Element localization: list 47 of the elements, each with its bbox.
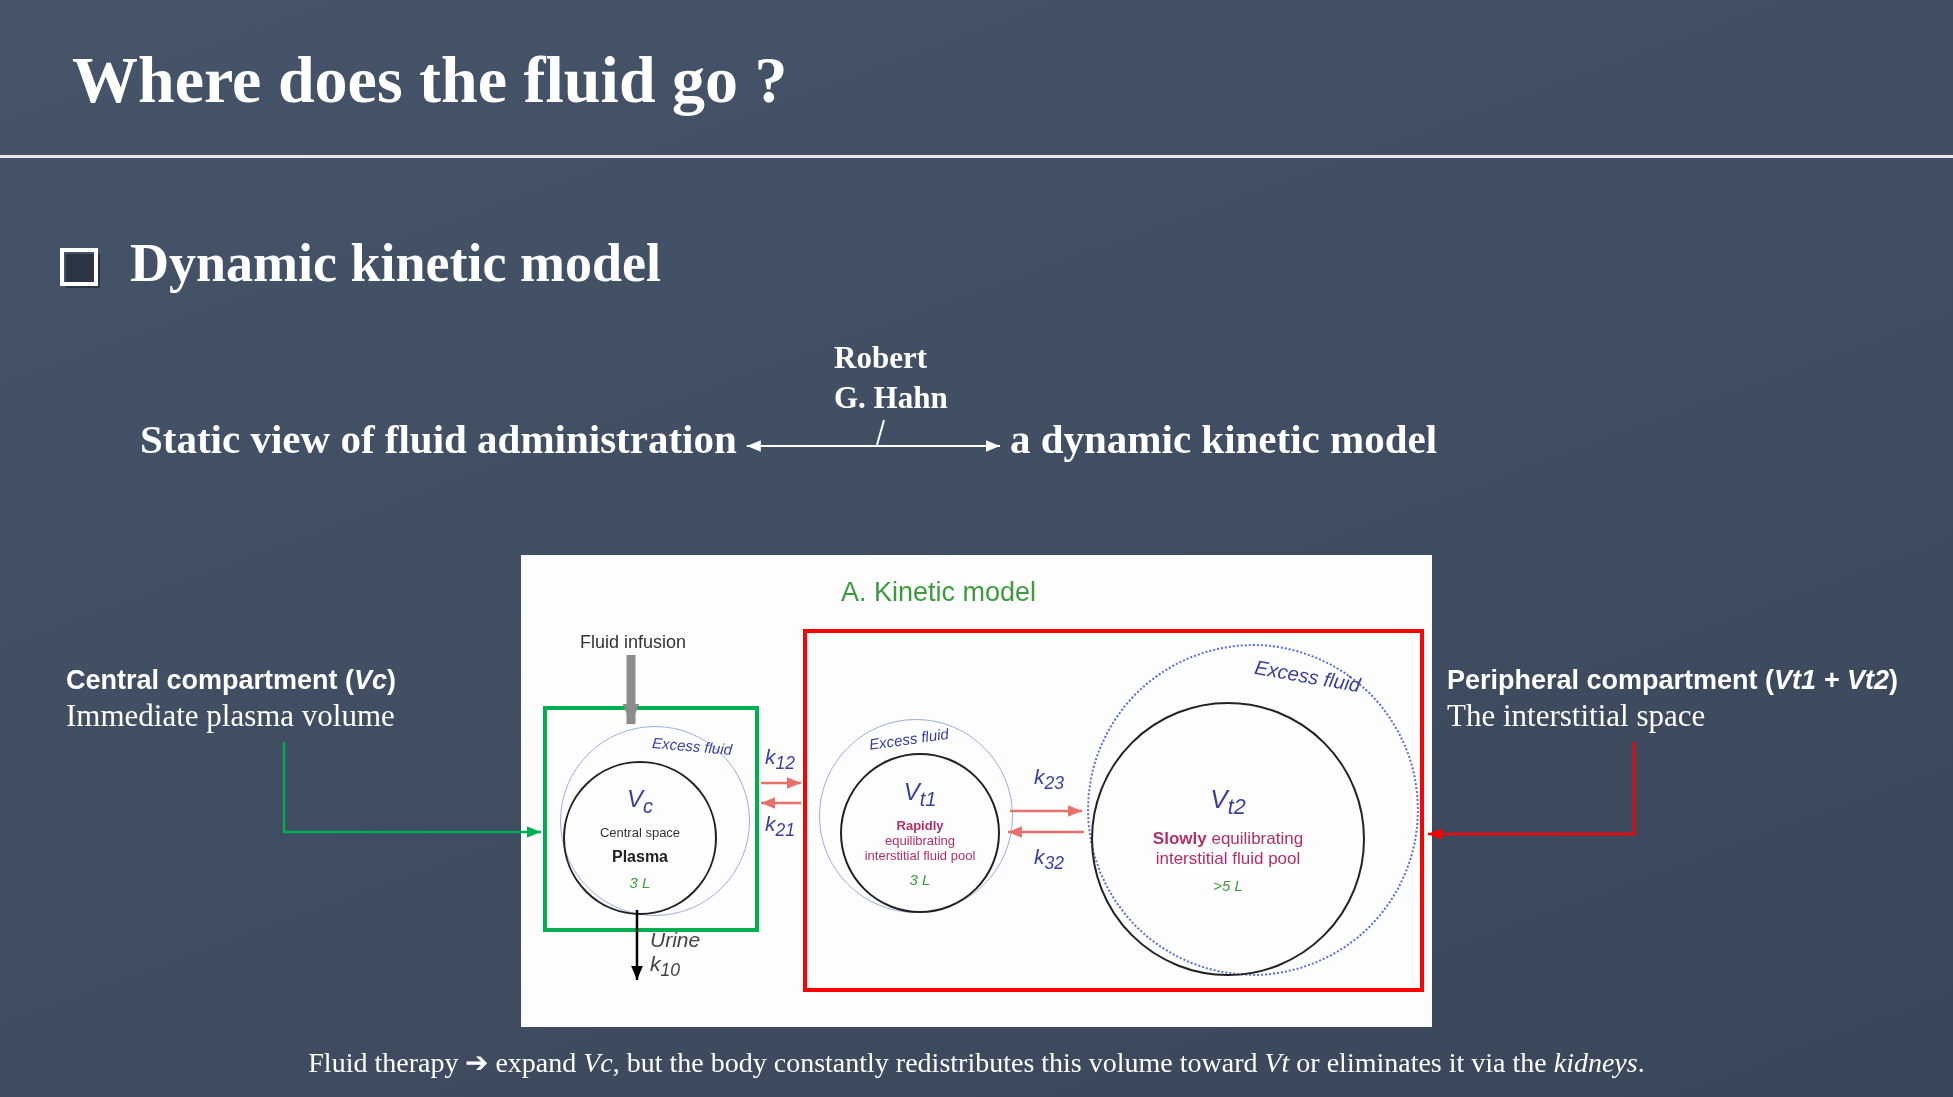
arrow [1428, 742, 1636, 840]
figure-label: Fluid infusion [580, 632, 687, 653]
compartment-circle [840, 753, 1000, 913]
rate-label: Urine k$_{10}$ [650, 928, 702, 983]
statement-text: a dynamic kinetic model [1010, 415, 1438, 463]
arrow [761, 777, 801, 789]
compartment-text: Plasma [611, 848, 668, 867]
circle-label: Excess fluid [651, 734, 733, 758]
rate-label: k$_{12}$ [765, 745, 795, 776]
arrow [631, 910, 643, 980]
arrow [282, 742, 541, 838]
compartment-circle [1091, 702, 1365, 976]
compartment-description: The interstitial space [1447, 698, 1707, 734]
volume-symbol: V$_{t2}$ [1210, 784, 1246, 821]
arrow [1007, 826, 1084, 838]
arrow [761, 797, 801, 809]
compartment-text: Slowly equilibrating interstitial fluid pool [1151, 828, 1305, 869]
arrow [745, 440, 1001, 452]
author-name: Robert G. Hahn [834, 338, 958, 418]
volume-symbol: V$_{c}$ [627, 784, 653, 818]
section-heading: Dynamic kinetic model [130, 232, 661, 294]
volume-value: 3 L [909, 871, 931, 889]
rate-label: k$_{21}$ [765, 812, 795, 843]
volume-symbol: V$_{t1}$ [903, 777, 937, 811]
circle-label: Excess fluid [868, 724, 950, 753]
arrow [622, 655, 640, 725]
statement-text: Static view of fluid administration [140, 415, 737, 463]
panel-heading: A. Kinetic model [841, 577, 1037, 608]
circle-label: Excess fluid [1253, 656, 1363, 698]
highlight-frame [803, 629, 1424, 992]
arrow [1010, 805, 1083, 817]
dotted-circle [1087, 644, 1419, 976]
compartment-text: Rapidly equilibrating interstitial fluid pool [863, 818, 977, 864]
compartment-heading: Peripheral compartment (Vt1 + Vt2) [1447, 665, 1899, 696]
compartment-heading: Central compartment (Vc) [66, 665, 398, 696]
highlight-frame [543, 706, 759, 932]
compartment-description: Immediate plasma volume [66, 698, 396, 734]
slide-title: Where does the fluid go ? [72, 42, 788, 118]
figure-panel [521, 555, 1432, 1027]
rate-label: k$_{32}$ [1034, 845, 1064, 876]
volume-value: >5 L [1213, 876, 1243, 894]
compartment-text: Central space [599, 825, 681, 841]
volume-value: 3 L [629, 874, 651, 892]
caption-text: Fluid therapy ➔ expand Vc, but the body constantly redistributes this volume toward Vt or eliminates it via the kidneys. [307, 1046, 1646, 1079]
leader-line [876, 419, 885, 446]
compartment-circle [563, 761, 717, 915]
rate-label: k$_{23}$ [1034, 765, 1064, 796]
